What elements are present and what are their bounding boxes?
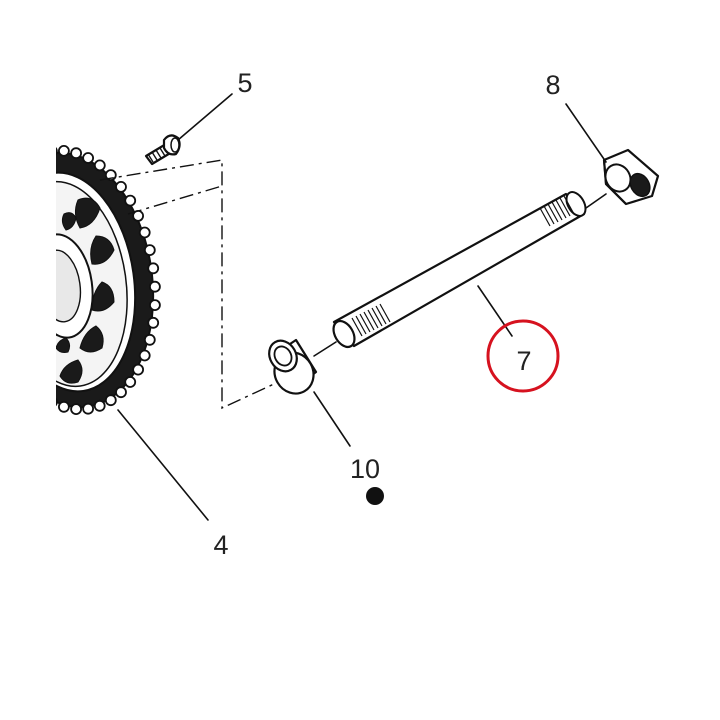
leader-line-5: [177, 93, 233, 141]
sprocket-tooth: [56, 147, 58, 156]
alignment-line-2: [127, 185, 223, 215]
sprocket-lightening-holes: [56, 197, 115, 384]
sprocket-tooth: [58, 400, 70, 413]
wheel-spacer: [268, 338, 318, 395]
sprocket-tooth: [70, 403, 82, 416]
sprocket-tooth: [0, 339, 7, 349]
sprocket-bolt: [144, 134, 181, 166]
sprocket-tooth: [5, 354, 15, 364]
sprocket-tooth: [132, 363, 145, 376]
sprocket-tooth: [93, 159, 106, 172]
sprocket-tooth: [82, 152, 94, 164]
sprocket-tooth: [0, 185, 7, 195]
sprocket-tooth: [147, 316, 160, 329]
sprocket-tooth: [35, 390, 45, 400]
sprocket-tooth: [70, 147, 82, 160]
sprocket-teeth: [0, 144, 161, 416]
leader-line-8: [565, 103, 607, 163]
marker-dot: [366, 487, 384, 505]
sprocket-tooth: [58, 144, 70, 157]
sprocket-tooth: [115, 180, 127, 193]
sprocket-tooth: [143, 244, 156, 257]
callout-4: 4: [213, 530, 228, 560]
sprocket-tooth: [138, 349, 151, 362]
sprocket-tooth: [24, 155, 34, 165]
callout-10: 10: [350, 454, 380, 484]
sprocket-tooth: [148, 280, 161, 293]
rear-axle: [332, 191, 587, 349]
axle-thread-right: [539, 195, 575, 227]
leader-line-7: [477, 285, 513, 337]
chain-adjuster-block: [602, 148, 660, 206]
sprocket-tooth: [104, 394, 117, 407]
sprocket-tooth: [14, 163, 24, 173]
callout-8: 8: [545, 70, 560, 100]
sprocket-tooth: [93, 399, 106, 412]
sprocket-tooth: [24, 380, 34, 390]
highlight-circle: [486, 319, 560, 393]
callout-7: 7: [516, 346, 531, 376]
sprocket-tooth: [5, 173, 15, 183]
alignment-line: [99, 159, 275, 410]
sprocket-tooth: [35, 149, 45, 159]
sprocket-tooth: [138, 226, 151, 239]
sprocket-tooth: [147, 262, 160, 275]
callout-5: 5: [237, 68, 252, 98]
sprocket-tooth: [148, 299, 161, 312]
sprocket-tooth: [14, 368, 24, 378]
leader-line-4: [117, 409, 209, 521]
axle-thread-left: [351, 303, 391, 337]
rear-sprocket: [0, 144, 161, 416]
sprocket-tooth: [82, 402, 94, 415]
sprocket-tooth: [56, 397, 58, 407]
leader-line-10: [313, 391, 351, 447]
sprocket-tooth: [124, 376, 137, 388]
sprocket-tooth: [143, 333, 156, 346]
sprocket-tooth: [115, 386, 127, 399]
sprocket-tooth: [124, 194, 137, 207]
